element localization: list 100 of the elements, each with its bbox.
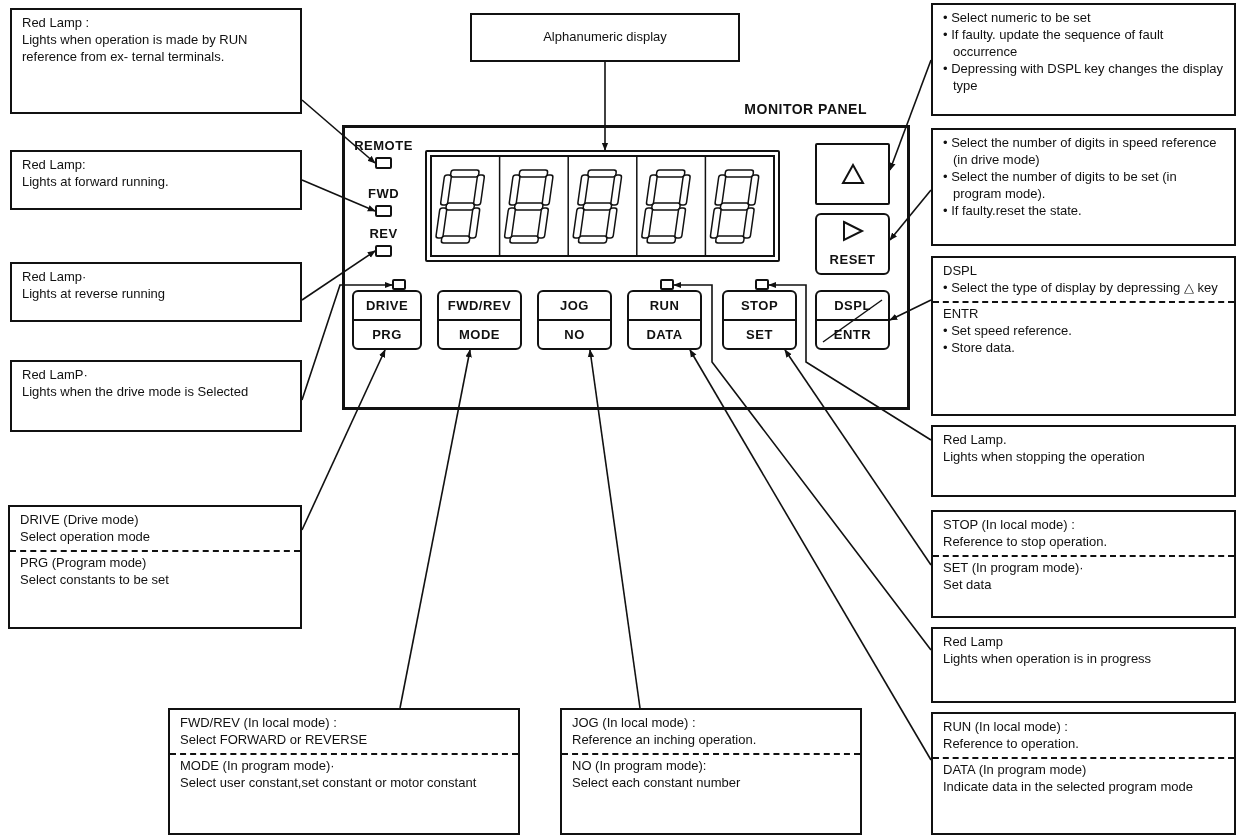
leader-line: [301, 179, 376, 212]
lamp-label: FWD: [367, 186, 400, 201]
leader-line: [784, 349, 932, 566]
key-label: RUN: [649, 298, 680, 313]
leader-line: [768, 281, 932, 441]
key-label: JOG: [560, 298, 589, 313]
callout-box: [10, 262, 302, 322]
callout-text: ENTR: [943, 305, 980, 323]
key-label: DATA: [646, 327, 683, 342]
callout-text: Select each constant number: [572, 774, 742, 792]
callout-text: • Select the number of digits to be set (in program mode).: [943, 168, 1178, 203]
callout-text: Indicate data in the selected program mode: [943, 778, 1195, 796]
key-label: RESET: [829, 252, 876, 268]
callout-box: [931, 712, 1236, 835]
leader-line: [689, 349, 932, 761]
indicator-lamp: [392, 279, 406, 290]
callout-text: • Store data.: [943, 339, 1016, 357]
callout-text: MODE (In program mode)·: [180, 757, 336, 775]
callout-text: Reference an inching operation.: [572, 731, 758, 749]
key-label: ENTR: [833, 327, 872, 342]
callout-text: NO (In program mode):: [572, 757, 708, 775]
callout-box: [10, 8, 302, 114]
callout-text: Set data: [943, 576, 993, 594]
key-label: FWD/REV: [447, 298, 512, 313]
key-label: SET: [746, 327, 773, 342]
callout-text: Lights at forward running.: [22, 173, 170, 191]
key-label: MODE: [459, 327, 500, 342]
keypad-key: [627, 290, 702, 350]
callout-box: [931, 510, 1236, 618]
indicator-lamp: [755, 279, 769, 290]
callout-text: DATA (In program mode): [943, 761, 1088, 779]
callout-heading: Alphanumeric display: [543, 29, 667, 46]
leader-line: [889, 299, 932, 321]
leader-line: [301, 250, 376, 301]
callout-heading: RUN (In local mode) :: [943, 719, 1069, 736]
callout-text: Reference to stop operation.: [943, 533, 1109, 551]
lamp-label: REV: [369, 226, 398, 241]
callout-heading: FWD/REV (In local mode) :: [180, 715, 338, 732]
key-label: STOP: [740, 298, 779, 313]
callout-heading: Red Lamp.: [943, 432, 1008, 449]
leader-line: [301, 349, 386, 531]
keypad-key: [815, 143, 890, 205]
callout-box: [10, 360, 302, 432]
callout-text: • If faulty. update the sequence of fault occurrence: [943, 26, 1165, 61]
lamp-label: REMOTE: [354, 138, 413, 153]
callout-text: • If faulty.reset the state.: [943, 202, 1083, 220]
callout-text: • Select the type of display by depressing △ key: [943, 279, 1219, 297]
callout-text: Lights when the drive mode is Selected: [22, 383, 250, 401]
indicator-lamp: [660, 279, 674, 290]
callout-heading: STOP (In local mode) :: [943, 517, 1076, 534]
callout-heading: JOG (In local mode) :: [572, 715, 697, 732]
key-label: DSPL: [834, 298, 871, 313]
callout-heading: • Select the number of digits in speed reference (in drive mode): [943, 135, 1218, 169]
callout-text: Reference to operation.: [943, 735, 1080, 753]
keypad-key: [722, 290, 797, 350]
callout-heading: Red Lamp·: [22, 269, 88, 286]
callout-heading: Red Lamp :: [22, 15, 91, 32]
callout-box: [168, 708, 520, 835]
callout-box: [931, 3, 1236, 116]
callout-text: Select constants to be set: [20, 571, 170, 589]
callout-box: [8, 505, 302, 629]
key-label: NO: [564, 327, 585, 342]
leader-line: [399, 349, 472, 709]
callout-text: PRG (Program mode): [20, 554, 148, 572]
callout-text: Lights when operation is made by RUN reference from ex- ternal terminals.: [22, 31, 249, 66]
callout-heading: DRIVE (Drive mode): [20, 512, 140, 529]
keypad-key: [815, 213, 890, 275]
callout-text: Lights when operation is in progress: [943, 650, 1153, 668]
keypad-key: [437, 290, 522, 350]
key-label: PRG: [372, 327, 402, 342]
callout-text: Select FORWARD or REVERSE: [180, 731, 369, 749]
callout-box: [470, 13, 740, 62]
leader-line: [587, 349, 641, 709]
keypad-key: [537, 290, 612, 350]
callout-text: Select user constant,set constant or motor constant: [180, 774, 478, 792]
leader-line: [889, 189, 932, 241]
callout-text: Lights when stopping the operation: [943, 448, 1146, 466]
leader-line: [673, 281, 932, 651]
key-label: DRIVE: [365, 298, 409, 313]
callout-heading: Red LamP·: [22, 367, 89, 384]
callout-text: Lights at reverse running: [22, 285, 167, 303]
keypad-key: [352, 290, 422, 350]
callout-box: [560, 708, 862, 835]
callout-box: [931, 425, 1236, 497]
callout-text: • Depressing with DSPL key changes the display type: [943, 60, 1224, 95]
callout-text: Select operation mode: [20, 528, 152, 546]
callout-box: [931, 256, 1236, 416]
callout-heading: Red Lamp: [943, 634, 1004, 651]
leader-line: [601, 61, 609, 151]
leader-line: [301, 99, 376, 164]
callout-box: [931, 128, 1236, 246]
callout-heading: Red Lamp:: [22, 157, 87, 174]
callout-box: [931, 627, 1236, 703]
callout-text: SET (In program mode)·: [943, 559, 1085, 577]
callout-box: [10, 150, 302, 210]
panel-heading: MONITOR PANEL: [744, 101, 867, 117]
callout-heading: DSPL: [943, 263, 978, 280]
leader-line: [889, 59, 932, 171]
callout-text: • Set speed reference.: [943, 322, 1073, 340]
callout-heading: • Select numeric to be set: [943, 10, 1092, 27]
